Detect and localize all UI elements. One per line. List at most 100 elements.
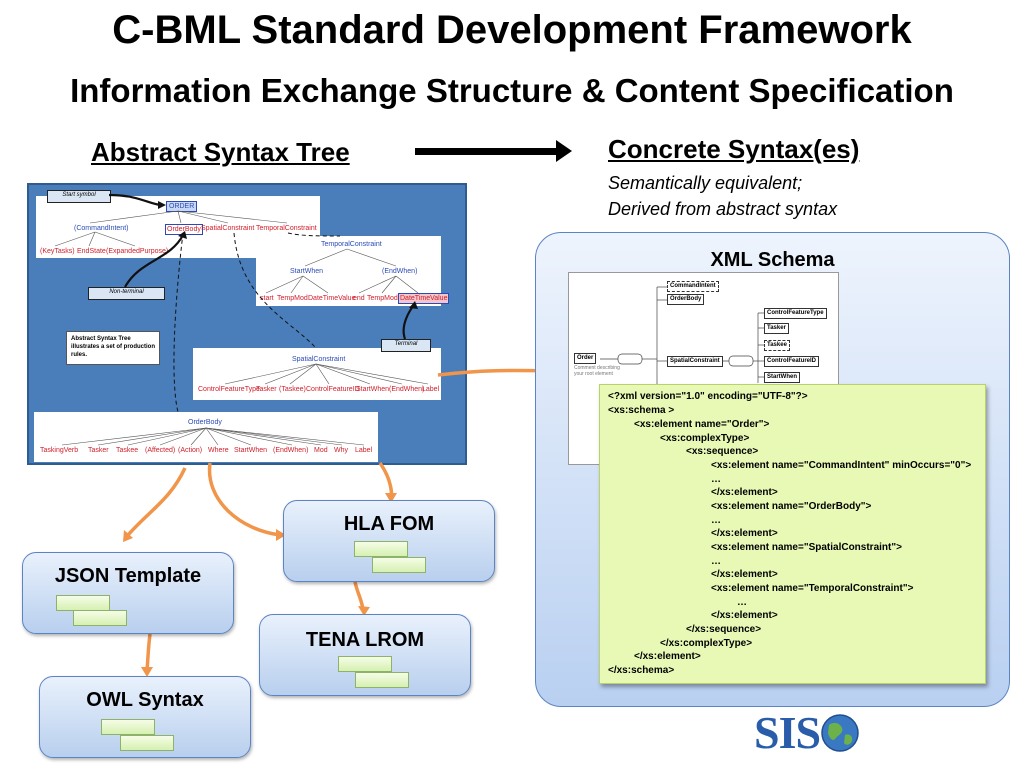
orderbody-leaf-action: (Action) bbox=[178, 447, 203, 454]
slide-subtitle: Information Exchange Structure & Content… bbox=[70, 72, 954, 109]
tree-edges bbox=[54, 210, 429, 446]
spatial-leaf-tasker: Tasker bbox=[256, 386, 277, 393]
orderbody-leaf-startwhen: StartWhen bbox=[234, 447, 268, 454]
schema-diagram-lines bbox=[600, 286, 764, 393]
spatial-tree-box bbox=[193, 348, 441, 400]
code-line-3: <xs:element name="Order"> bbox=[634, 419, 770, 430]
json-template-box: JSON Template bbox=[22, 552, 234, 634]
orderbody-leaf-where: Where bbox=[208, 447, 229, 454]
code-line-21: </xs:schema> bbox=[608, 665, 675, 676]
code-line-6: <xs:element name="CommandIntent" minOccu… bbox=[711, 460, 972, 471]
code-line-11: </xs:element> bbox=[711, 528, 778, 539]
xml-code-box: <?xml version="1.0" encoding="UTF-8"?> <… bbox=[599, 384, 986, 684]
callout-arrows bbox=[108, 193, 415, 340]
code-line-2: <xs:schema > bbox=[608, 405, 675, 416]
temporal-leaf-datetimevalue-2: DateTimeValue bbox=[398, 293, 450, 304]
siso-logo-text: SIS bbox=[754, 707, 821, 758]
schema-taskee-node: Taskee bbox=[764, 340, 790, 351]
xml-schema-title: XML Schema bbox=[710, 249, 835, 271]
big-arrow-shaft bbox=[415, 148, 558, 155]
schema-tasker-node: Tasker bbox=[764, 323, 789, 334]
schema-spatialconstraint-node: SpatialConstraint bbox=[667, 356, 723, 367]
hla-fom-label: HLA FOM bbox=[343, 513, 435, 535]
concrete-heading: Concrete Syntax(es) bbox=[608, 134, 860, 164]
orderbody-tree-box bbox=[34, 412, 378, 462]
code-line-10: … bbox=[711, 515, 721, 526]
concrete-note-line2: Derived from abstract syntax bbox=[608, 199, 838, 219]
hla-mini-block-2 bbox=[372, 557, 426, 573]
code-line-8: </xs:element> bbox=[711, 487, 778, 498]
schema-startwhen-node: StartWhen bbox=[764, 372, 800, 383]
spatial-root-node: SpatialConstraint bbox=[292, 356, 346, 363]
non-terminal-callout: Non-terminal bbox=[88, 287, 165, 300]
spatial-leaf-controlfeatureid: ControlFeatureID bbox=[306, 386, 360, 393]
spatial-leaf-endwhen: (EndWhen) bbox=[389, 386, 425, 393]
spatial-leaf-controlfeaturetype: ControlFeatureType bbox=[198, 386, 260, 393]
json-template-label: JSON Template bbox=[54, 565, 202, 587]
spatial-leaf-startwhen: StartWhen bbox=[356, 386, 390, 393]
spatial-leaf-label: Label bbox=[422, 386, 440, 393]
orderbody-leaf-why: Why bbox=[334, 447, 348, 454]
orderbody-root-node: OrderBody bbox=[188, 419, 222, 426]
temporal-root-node: TemporalConstraint bbox=[321, 241, 382, 248]
json-mini-block-1 bbox=[56, 595, 110, 611]
concrete-note-line1: Semantically equivalent; bbox=[608, 173, 803, 193]
ast-heading: Abstract Syntax Tree bbox=[91, 137, 350, 167]
tena-mini-block-1 bbox=[338, 656, 392, 672]
orderbody-leaf-mod: Mod bbox=[314, 447, 328, 454]
temporal-child-endwhen: (EndWhen) bbox=[382, 268, 418, 275]
temporal-leaf-datetimevalue: DateTimeValue bbox=[308, 295, 356, 302]
code-line-16: … bbox=[737, 597, 747, 608]
temporal-leaf-end: end bbox=[353, 295, 365, 302]
orderbody-leaf-affected: (Affected) bbox=[145, 447, 176, 454]
orderbody-leaf-taskee: Taskee bbox=[116, 447, 139, 454]
hla-fom-box: HLA FOM bbox=[283, 500, 495, 582]
owl-mini-block-1 bbox=[101, 719, 155, 735]
owl-syntax-box: OWL Syntax bbox=[39, 676, 251, 758]
spatial-leaf-taskee: (Taskee) bbox=[279, 386, 306, 393]
schema-commandintent-node: CommandIntent bbox=[667, 281, 719, 292]
order-leaf-endstate: EndState bbox=[77, 248, 106, 255]
temporal-leaf-start: start bbox=[260, 295, 274, 302]
schema-order-note: Comment describing your root element bbox=[574, 365, 620, 377]
code-line-14: </xs:element> bbox=[711, 569, 778, 580]
temporal-leaf-tempmod-2: TempMod bbox=[367, 295, 398, 302]
code-line-19: </xs:complexType> bbox=[660, 638, 753, 649]
tena-mini-block-2 bbox=[355, 672, 409, 688]
hla-mini-block-1 bbox=[354, 541, 408, 557]
code-line-13: … bbox=[711, 556, 721, 567]
dashed-links bbox=[173, 232, 341, 413]
owl-mini-block-2 bbox=[120, 735, 174, 751]
order-child-spatialconstraint: SpatialConstraint bbox=[201, 225, 255, 232]
slide-title: C-BML Standard Development Framework bbox=[112, 8, 912, 52]
code-line-15: <xs:element name="TemporalConstraint"> bbox=[711, 583, 914, 594]
terminal-callout: Terminal bbox=[381, 339, 431, 352]
code-line-20: </xs:element> bbox=[634, 651, 701, 662]
code-line-1: <?xml version="1.0" encoding="UTF-8"?> bbox=[608, 391, 808, 402]
orderbody-leaf-taskingverb: TaskingVerb bbox=[40, 447, 79, 454]
tena-lrom-box: TENA LROM bbox=[259, 614, 471, 696]
code-line-7: … bbox=[711, 474, 721, 485]
code-line-12: <xs:element name="SpatialConstraint"> bbox=[711, 542, 902, 553]
code-line-4: <xs:complexType> bbox=[660, 433, 750, 444]
tena-lrom-label: TENA LROM bbox=[305, 629, 425, 651]
orderbody-leaf-label: Label bbox=[355, 447, 373, 454]
owl-syntax-label: OWL Syntax bbox=[86, 689, 204, 711]
siso-logo: SIS bbox=[754, 706, 860, 759]
code-line-5: <xs:sequence> bbox=[686, 446, 759, 457]
callout-arrowheads bbox=[158, 201, 418, 309]
schema-controlfeaturetype-node: ControlFeatureType bbox=[764, 308, 827, 319]
order-leaf-keytasks: (KeyTasks) bbox=[40, 248, 75, 255]
orderbody-leaf-endwhen: (EndWhen) bbox=[273, 447, 309, 454]
globe-icon bbox=[821, 714, 859, 752]
json-mini-block-2 bbox=[73, 610, 127, 626]
temporal-child-startwhen: StartWhen bbox=[290, 268, 324, 275]
code-line-9: <xs:element name="OrderBody"> bbox=[711, 501, 872, 512]
code-line-18: </xs:sequence> bbox=[686, 624, 762, 635]
order-leaf-expandedpurpose: (ExpandedPurpose) bbox=[106, 248, 169, 255]
orderbody-leaf-tasker: Tasker bbox=[88, 447, 109, 454]
code-line-17: </xs:element> bbox=[711, 610, 778, 621]
order-child-temporalconstraint: TemporalConstraint bbox=[256, 225, 317, 232]
big-arrow-head bbox=[556, 140, 572, 162]
